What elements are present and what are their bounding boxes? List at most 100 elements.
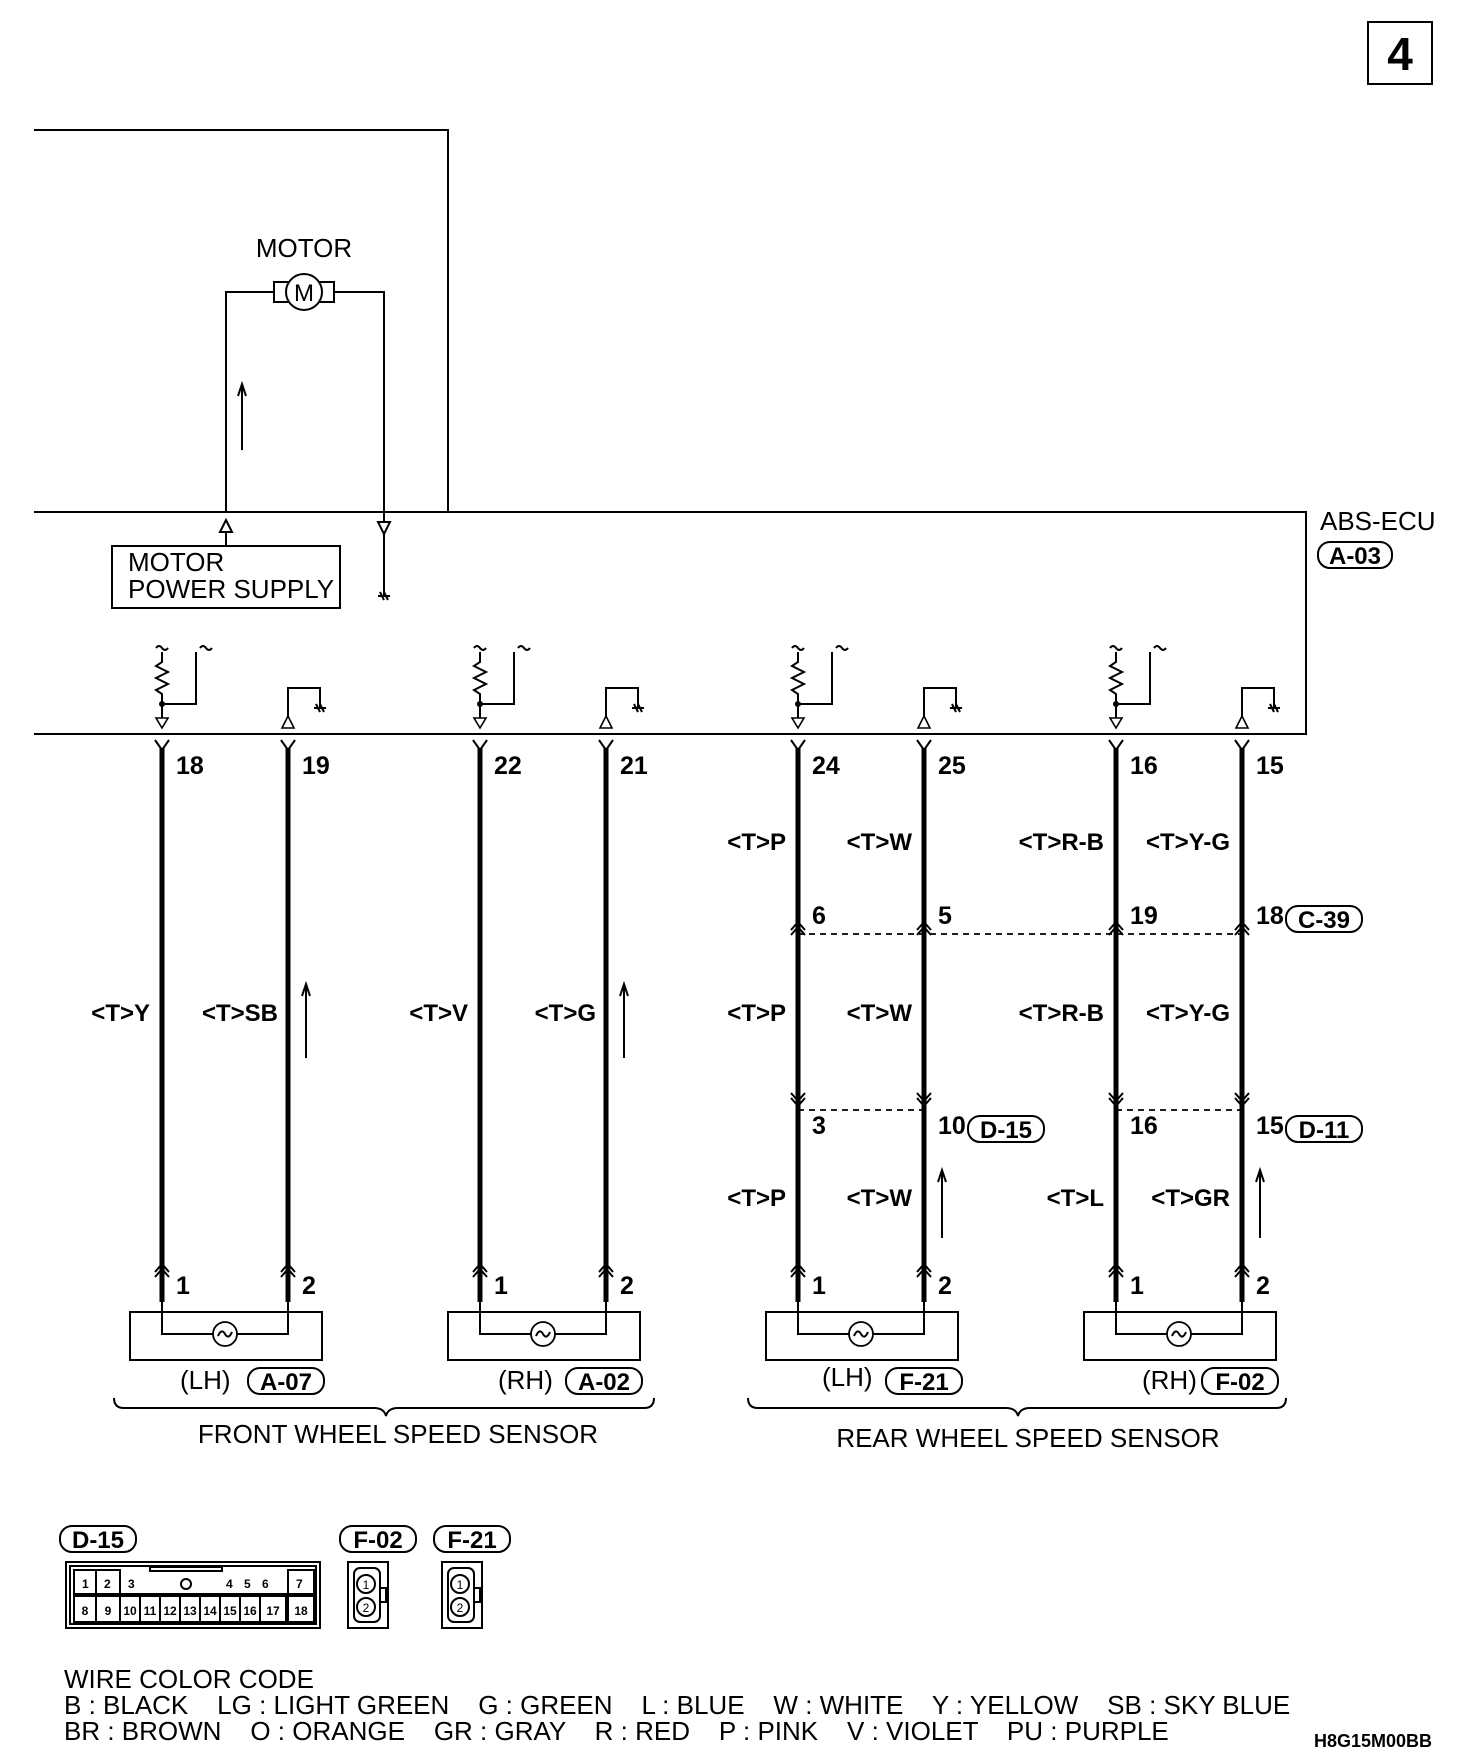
c39-chevron-3-1 xyxy=(790,920,806,936)
sensor-a02-pin-1: 1 xyxy=(494,1272,508,1300)
current-arrow-front-lh xyxy=(301,980,311,1058)
ecu-label: ABS-ECU xyxy=(1320,506,1436,536)
motor-symbol: M xyxy=(273,273,335,311)
sensor-f02-pin-2: 2 xyxy=(1256,1272,1270,1300)
sensor-rear-lh-side: (LH) xyxy=(822,1362,873,1392)
d15-pin-10: 10 xyxy=(123,1604,137,1618)
d15-connector-tag: D-15 xyxy=(967,1115,1045,1144)
d-chevron-3-1 xyxy=(790,1092,806,1108)
ecu-pin-25: 25 xyxy=(938,752,966,780)
wire-label-rear-rh-2-bottom: <T>GR xyxy=(1151,1185,1230,1212)
wire-label-rear-lh-2-top: <T>W xyxy=(847,829,913,856)
ecu-pin-21: 21 xyxy=(620,752,648,780)
ecu-pin-mark-1-2 xyxy=(280,739,296,752)
c39-connector-label: C-39 xyxy=(1298,907,1350,934)
wire-color-code-title: WIRE COLOR CODE xyxy=(64,1664,314,1694)
rear-group-brace xyxy=(747,1397,1287,1417)
wire-label-rear-lh-1-bottom: <T>P xyxy=(727,1185,786,1212)
d15-pin-12: 12 xyxy=(163,1604,177,1618)
f02-connector-diagram: F-02 1 2 xyxy=(339,1525,417,1629)
d15-connector-label: D-15 xyxy=(980,1117,1032,1144)
sensor-front-lh-side: (LH) xyxy=(180,1365,231,1395)
rear-group-label: REAR WHEEL SPEED SENSOR xyxy=(836,1423,1219,1453)
wire-label-front-rh-1: <T>V xyxy=(409,1000,468,1027)
ground-symbol xyxy=(378,534,390,601)
c39-chevron-4-1 xyxy=(1108,920,1124,936)
d15-pin-8: 8 xyxy=(82,1604,89,1618)
current-arrow-front-rh xyxy=(619,980,629,1058)
f21-pin-2: 2 xyxy=(457,1601,464,1615)
c39-chevron-3-2 xyxy=(916,920,932,936)
d15-pin-5: 5 xyxy=(244,1577,251,1591)
wire-label-rear-lh-2-bottom: <T>W xyxy=(847,1185,913,1212)
motor-power-supply-line1: MOTOR xyxy=(128,547,224,577)
c39-pin-6: 6 xyxy=(812,902,826,930)
page-number-box xyxy=(1367,21,1433,85)
f02-connector-label: F-02 xyxy=(1215,1369,1264,1396)
sensor-f21-pin-1: 1 xyxy=(812,1272,826,1300)
ecu-pin-22: 22 xyxy=(494,752,522,780)
sensor-a07-pin-1: 1 xyxy=(176,1272,190,1300)
ecu-pin-mark-2-2 xyxy=(598,739,614,752)
sensor-a02-pin-2: 2 xyxy=(620,1272,634,1300)
d15-pin-17: 17 xyxy=(266,1604,280,1618)
sensor-chevron-4-1 xyxy=(1108,1262,1124,1278)
d-chevron-3-2 xyxy=(916,1092,932,1108)
internal-circuit-3 xyxy=(789,645,962,730)
f02-diagram-title: F-02 xyxy=(353,1527,402,1554)
c39-pin-18: 18 xyxy=(1256,902,1284,930)
sensor-front-rh-side: (RH) xyxy=(498,1365,553,1395)
sensor-rear-rh-side: (RH) xyxy=(1142,1365,1197,1395)
d15-pin-6: 6 xyxy=(262,1577,269,1591)
wire-label-front-lh-2: <T>SB xyxy=(202,1000,278,1027)
wire-label-rear-rh-1-bottom: <T>L xyxy=(1047,1185,1104,1212)
d15-pin-18: 18 xyxy=(294,1604,308,1618)
motor-ground-terminal xyxy=(376,521,392,537)
front-group-label: FRONT WHEEL SPEED SENSOR xyxy=(198,1419,598,1449)
wire-label-front-rh-2: <T>G xyxy=(535,1000,596,1027)
internal-circuit-2 xyxy=(471,645,644,730)
ecu-internal-circuits xyxy=(153,645,1280,730)
wire-label-front-lh-1: <T>Y xyxy=(91,1000,150,1027)
f21-connector-label: F-21 xyxy=(899,1369,948,1396)
sensor-box-2 xyxy=(447,1302,641,1361)
d15-pin-1: 1 xyxy=(82,1577,89,1591)
d15-pin-15: 15 xyxy=(223,1604,237,1618)
sensor-boxes xyxy=(129,1302,1277,1361)
f21-pin-1: 1 xyxy=(457,1578,464,1592)
internal-circuit-4 xyxy=(1107,645,1280,730)
mps-terminal xyxy=(218,517,234,533)
ecu-pin-16: 16 xyxy=(1130,752,1158,780)
wire-color-code-line1: B : BLACK LG : LIGHT GREEN G : GREEN L :… xyxy=(64,1690,1290,1720)
wire-label-rear-rh-2-top: <T>Y-G xyxy=(1146,829,1230,856)
d15-pin-2: 2 xyxy=(104,1577,111,1591)
wire-label-rear-rh-1-mid: <T>R-B xyxy=(1019,1000,1104,1027)
d15-pin-10: 10 xyxy=(938,1112,966,1140)
ecu-connector-tag: A-03 xyxy=(1317,541,1393,570)
motor-label: MOTOR xyxy=(256,233,352,263)
ecu-pin-mark-2-1 xyxy=(472,739,488,752)
sensor-f02-pin-1: 1 xyxy=(1130,1272,1144,1300)
motor-supply-wire xyxy=(225,291,274,512)
ecu-pin-19: 19 xyxy=(302,752,330,780)
ecu-pin-24: 24 xyxy=(812,752,840,780)
d15-latch xyxy=(149,1566,223,1572)
ecu-pin-mark-3-2 xyxy=(916,739,932,752)
ecu-pin-mark-4-1 xyxy=(1108,739,1124,752)
d15-top-cell-2 xyxy=(95,1569,121,1595)
d15-top-cell-7 xyxy=(287,1569,315,1595)
sensor-chevron-3-1 xyxy=(790,1262,806,1278)
ecu-pin-15: 15 xyxy=(1256,752,1284,780)
d15-pin-3: 3 xyxy=(812,1112,826,1140)
current-arrow-rear-rh xyxy=(1255,1166,1265,1238)
page-number: 4 xyxy=(1387,28,1413,80)
sensor-chevron-4-2 xyxy=(1234,1262,1250,1278)
wire-label-rear-lh-1-top: <T>P xyxy=(727,829,786,856)
sensor-chevron-1-2 xyxy=(280,1262,296,1278)
d-chevron-4-1 xyxy=(1108,1092,1124,1108)
f02-connector-tag: F-02 xyxy=(1201,1367,1279,1396)
ecu-pin-mark-4-2 xyxy=(1234,739,1250,752)
d15-pin-4: 4 xyxy=(226,1577,233,1591)
